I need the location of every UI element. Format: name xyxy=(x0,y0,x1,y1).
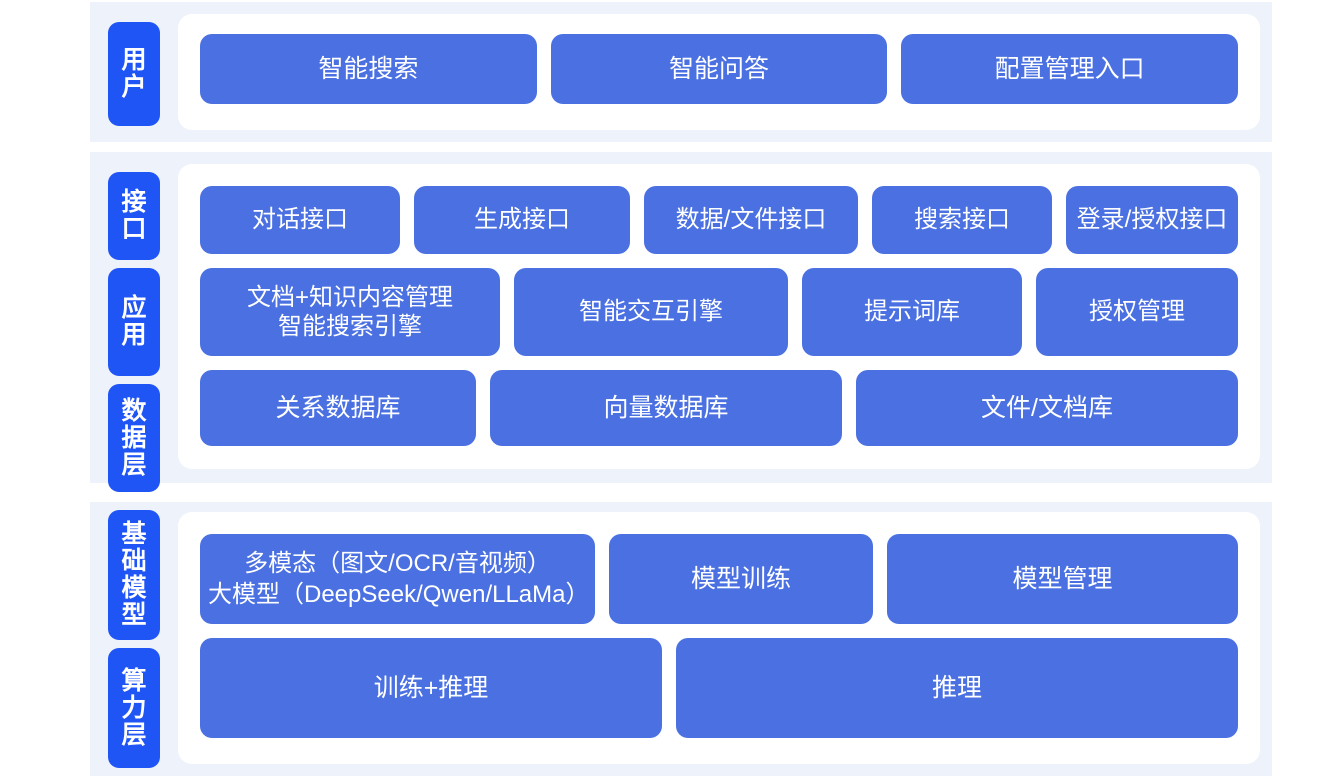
box-training-and-inference[interactable]: 训练+推理 xyxy=(200,638,662,738)
layer-label-interface: 接口 xyxy=(108,172,160,260)
box-multimodal-large-model[interactable]: 多模态（图文/OCR/音视频） 大模型（DeepSeek/Qwen/LLaMa） xyxy=(200,534,595,624)
layer-label-base-model: 基础模型 xyxy=(108,510,160,640)
box-intelligent-interaction-engine[interactable]: 智能交互引擎 xyxy=(514,268,788,356)
box-vector-database[interactable]: 向量数据库 xyxy=(490,370,842,446)
box-intelligent-search[interactable]: 智能搜索 xyxy=(200,34,537,104)
box-prompt-library[interactable]: 提示词库 xyxy=(802,268,1022,356)
box-model-training[interactable]: 模型训练 xyxy=(609,534,873,624)
group-platform-rail: 接口 应用 数据层 xyxy=(90,152,178,492)
box-document-knowledge-management[interactable]: 文档+知识内容管理 智能搜索引擎 xyxy=(200,268,500,356)
row-user-entries: 智能搜索 智能问答 配置管理入口 xyxy=(178,14,1260,104)
box-relational-database[interactable]: 关系数据库 xyxy=(200,370,476,446)
box-login-auth-api[interactable]: 登录/授权接口 xyxy=(1066,186,1238,254)
box-config-management-entry[interactable]: 配置管理入口 xyxy=(901,34,1239,104)
box-data-file-api[interactable]: 数据/文件接口 xyxy=(644,186,858,254)
box-dialogue-api[interactable]: 对话接口 xyxy=(200,186,400,254)
layer-label-compute: 算力层 xyxy=(108,648,160,768)
box-file-document-store[interactable]: 文件/文档库 xyxy=(856,370,1238,446)
group-foundation-panel: 多模态（图文/OCR/音视频） 大模型（DeepSeek/Qwen/LLaMa）… xyxy=(178,512,1260,764)
group-platform-panel: 对话接口 生成接口 数据/文件接口 搜索接口 登录/授权接口 文档+知识内容管理… xyxy=(178,164,1260,469)
box-authorization-management[interactable]: 授权管理 xyxy=(1036,268,1238,356)
box-generation-api[interactable]: 生成接口 xyxy=(414,186,630,254)
box-model-management[interactable]: 模型管理 xyxy=(887,534,1238,624)
group-users-rail: 用户 xyxy=(90,2,178,142)
box-intelligent-qa[interactable]: 智能问答 xyxy=(550,34,888,104)
row-base-model: 多模态（图文/OCR/音视频） 大模型（DeepSeek/Qwen/LLaMa）… xyxy=(178,512,1260,624)
layer-label-user: 用户 xyxy=(108,22,160,126)
box-inference[interactable]: 推理 xyxy=(676,638,1238,738)
row-compute: 训练+推理 推理 xyxy=(178,638,1260,738)
group-users: 用户 智能搜索 智能问答 配置管理入口 xyxy=(90,2,1272,142)
layer-label-application: 应用 xyxy=(108,268,160,376)
layer-label-data: 数据层 xyxy=(108,384,160,492)
group-foundation-rail: 基础模型 算力层 xyxy=(90,502,178,776)
group-platform: 接口 应用 数据层 对话接口 生成接口 数据/文件接口 搜索接口 登录/授权接口… xyxy=(90,152,1272,492)
box-search-api[interactable]: 搜索接口 xyxy=(872,186,1052,254)
row-application: 文档+知识内容管理 智能搜索引擎 智能交互引擎 提示词库 授权管理 xyxy=(178,268,1260,356)
row-interface: 对话接口 生成接口 数据/文件接口 搜索接口 登录/授权接口 xyxy=(178,164,1260,254)
group-foundation: 基础模型 算力层 多模态（图文/OCR/音视频） 大模型（DeepSeek/Qw… xyxy=(90,502,1272,776)
group-users-panel: 智能搜索 智能问答 配置管理入口 xyxy=(178,14,1260,130)
row-data-layer: 关系数据库 向量数据库 文件/文档库 xyxy=(178,370,1260,446)
